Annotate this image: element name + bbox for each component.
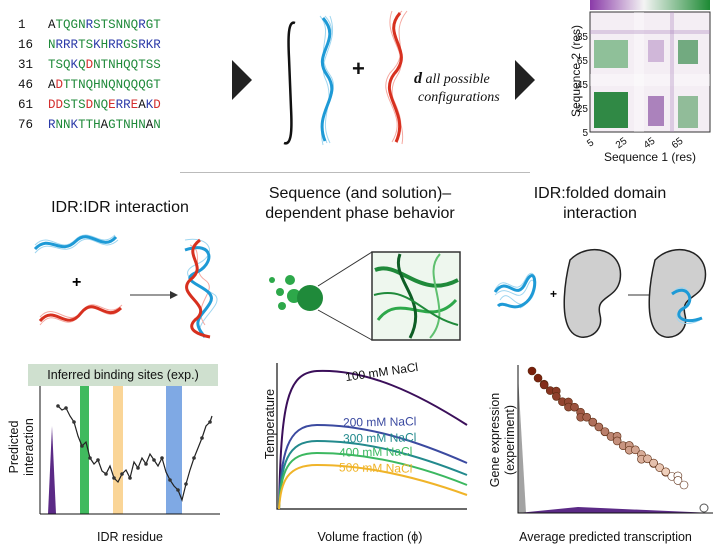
integral-sign-icon bbox=[283, 21, 296, 145]
binding-ylabel-line2: interaction bbox=[22, 418, 36, 476]
sequence-row: 46 ADTTNQHNQNQQQGT bbox=[18, 78, 208, 93]
folded-title: IDR:folded domain interaction bbox=[500, 184, 700, 224]
contact-map-ytick: 5 bbox=[582, 128, 588, 139]
scatter-point bbox=[539, 380, 549, 390]
sequence-row-number: 61 bbox=[18, 98, 34, 112]
caption-line1: all possible bbox=[425, 72, 490, 87]
expression-plot: Gene expression (experiment) Average pre… bbox=[480, 355, 715, 550]
contact-map-xlabel: Sequence 1 (res) bbox=[603, 150, 697, 164]
plus-sign: + bbox=[72, 274, 81, 291]
folded-domain-illustration: + bbox=[493, 249, 707, 338]
scatter-point bbox=[631, 445, 640, 455]
phase-separation-illustration bbox=[269, 251, 461, 341]
scatter-point bbox=[612, 436, 622, 446]
idr-blue-ensemble-icon bbox=[319, 15, 334, 146]
sequence-row-number: 1 bbox=[18, 18, 26, 32]
sequence-row-number: 31 bbox=[18, 58, 34, 72]
scatter-point bbox=[661, 467, 671, 477]
phase-curve-label: 300 mM NaCl bbox=[342, 430, 417, 446]
caption-line2: configurations bbox=[418, 90, 500, 105]
sequence-row-number: 16 bbox=[18, 38, 34, 52]
binding-banner: Inferred binding sites (exp.) bbox=[28, 364, 218, 386]
phase-title: Sequence (and solution)– dependent phase… bbox=[245, 184, 475, 224]
expression-xlabel: Average predicted transcription bbox=[519, 530, 692, 544]
folded-title-line2: interaction bbox=[563, 205, 637, 222]
phase-title-line1: Sequence (and solution)– bbox=[268, 185, 452, 202]
binding-chart bbox=[39, 386, 220, 515]
expression-ylabel-line2: (experiment) bbox=[503, 404, 517, 476]
sequence-row: 61 DDSTSDNQERREAKD bbox=[18, 98, 208, 113]
sequence-row-residues: DDSTSDNQERREAKD bbox=[48, 98, 161, 112]
contact-map-heatmap bbox=[589, 11, 711, 133]
contact-map-colorbar bbox=[590, 0, 710, 10]
scatter-point bbox=[527, 366, 537, 376]
integral-panel: + d all possible configurations bbox=[280, 8, 500, 148]
scatter-point bbox=[533, 373, 543, 383]
contact-map-ytick: 65 bbox=[576, 56, 588, 67]
expression-ylabel-line1: Gene expression bbox=[488, 392, 502, 488]
plus-sign: + bbox=[550, 287, 557, 301]
phase-curve-label: 500 mM NaCl bbox=[338, 460, 413, 476]
scatter-point bbox=[594, 422, 604, 432]
scatter-point bbox=[649, 458, 658, 468]
scatter-point bbox=[582, 412, 592, 422]
sequence-panel: 1 ATQGNRSTSNNQRGT 16 NRRRTSKHRRGSRKR 31 TSQKQ… bbox=[18, 18, 208, 138]
phase-ylabel: Temperature bbox=[263, 388, 277, 460]
binding-ylabel: Predicted interaction bbox=[7, 397, 37, 497]
contact-map-ytick: 25 bbox=[576, 104, 588, 115]
sequence-row-residues: NRRRTSKHRRGSRKR bbox=[48, 38, 161, 52]
contact-map-xtick: 5 bbox=[585, 137, 597, 150]
plus-sign: + bbox=[352, 56, 365, 81]
d-symbol: d bbox=[414, 70, 422, 87]
expression-chart bbox=[517, 365, 713, 514]
scatter-point bbox=[679, 480, 689, 490]
expression-ylabel: Gene expression (experiment) bbox=[488, 385, 518, 495]
sequence-row-residues: ADTTNQHNQNQQQGT bbox=[48, 78, 161, 92]
contact-map-ytick: 45 bbox=[576, 80, 588, 91]
scatter-point bbox=[673, 476, 683, 485]
idr-red-ensemble-icon bbox=[385, 10, 408, 145]
contact-map-xtick: 45 bbox=[641, 135, 658, 152]
contact-map-xtick: 25 bbox=[613, 135, 630, 152]
sequence-row: 76 RNNKTTHAGTNHNAN bbox=[18, 118, 208, 133]
configurations-caption: d all possible configurations bbox=[414, 70, 524, 107]
divider bbox=[180, 172, 530, 173]
sequence-row-residues: ATQGNRSTSNNQRGT bbox=[48, 18, 161, 32]
scatter-point bbox=[655, 463, 664, 472]
scatter-point bbox=[643, 454, 652, 464]
sequence-row-residues: RNNKTTHAGTNHNAN bbox=[48, 118, 161, 132]
sequence-row-number: 76 bbox=[18, 118, 34, 132]
folded-title-line1: IDR:folded domain bbox=[533, 185, 667, 202]
arrow-right-icon bbox=[232, 60, 252, 100]
sequence-row: 1 ATQGNRSTSNNQRGT bbox=[18, 18, 208, 33]
scatter-point bbox=[588, 417, 598, 427]
sequence-row-number: 46 bbox=[18, 78, 34, 92]
scatter-point bbox=[570, 402, 579, 412]
binding-plot: Inferred binding sites (exp.) Predicted … bbox=[0, 360, 240, 550]
scatter-point bbox=[552, 392, 561, 401]
sequence-row: 31 TSQKQDNTNHQQTSS bbox=[18, 58, 208, 73]
arrow-right-icon bbox=[515, 60, 535, 100]
phase-curve-label: 400 mM NaCl bbox=[338, 444, 413, 460]
sequence-row-residues: TSQKQDNTNHQQTSS bbox=[48, 58, 161, 72]
phase-curve-label: 200 mM NaCl bbox=[342, 414, 417, 430]
scatter-point bbox=[600, 427, 610, 436]
binding-xlabel: IDR residue bbox=[97, 530, 163, 544]
binding-ylabel-line1: Predicted bbox=[7, 420, 21, 474]
idr-idr-title: IDR:IDR interaction bbox=[51, 199, 189, 216]
sequence-row: 16 NRRRTSKHRRGSRKR bbox=[18, 38, 208, 53]
idr-idr-illustration: + bbox=[33, 234, 218, 339]
contact-map-xtick: 65 bbox=[669, 135, 686, 152]
contact-map-ytick: 85 bbox=[576, 32, 588, 43]
phase-title-line2: dependent phase behavior bbox=[265, 205, 455, 222]
phase-xlabel: Volume fraction (ϕ) bbox=[317, 530, 423, 544]
phase-chart bbox=[276, 363, 468, 510]
